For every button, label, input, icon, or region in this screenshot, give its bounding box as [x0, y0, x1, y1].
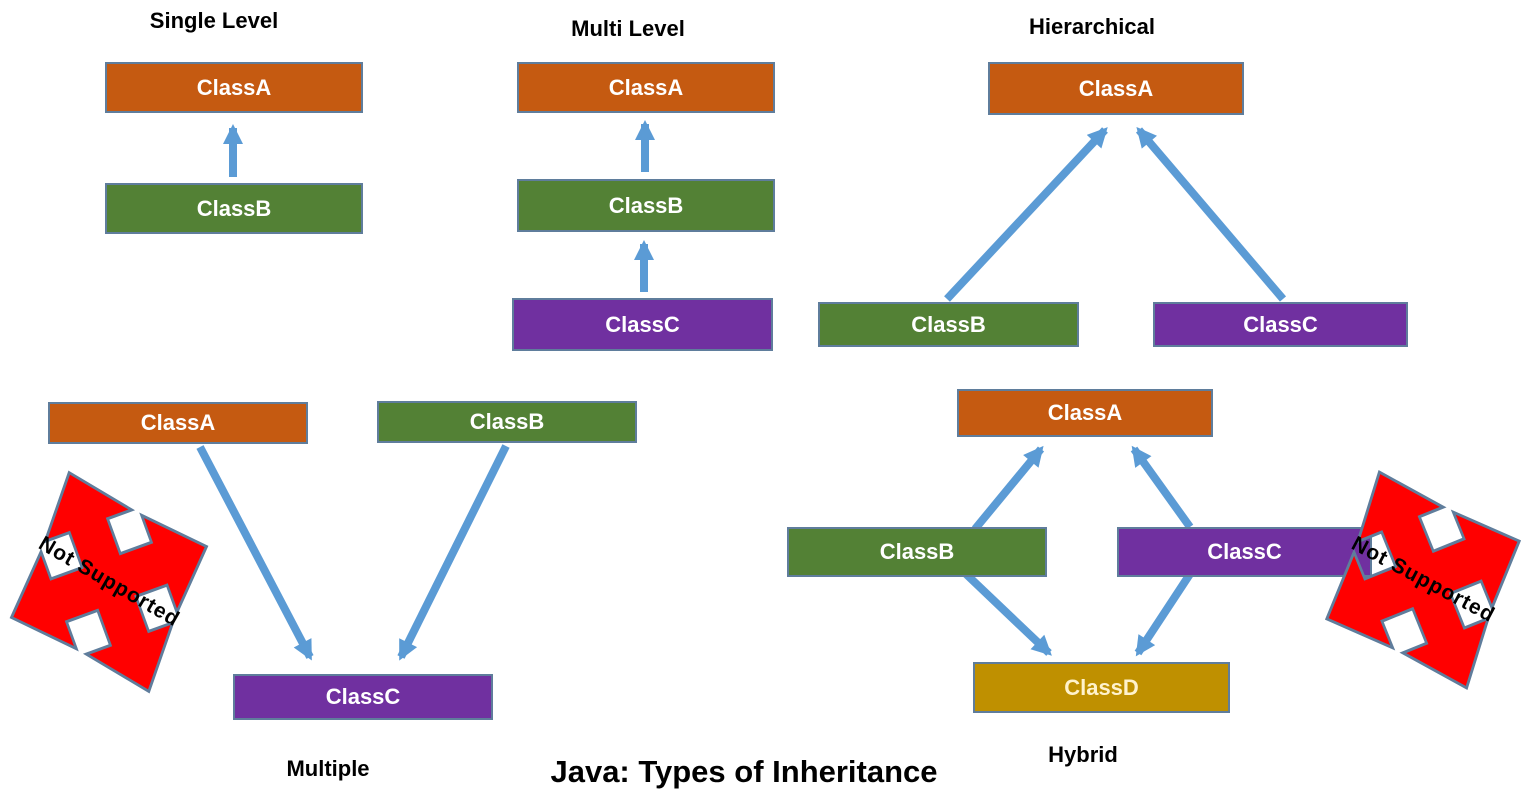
class-box-classc: ClassC [1117, 527, 1372, 577]
class-box-label: ClassB [608, 192, 684, 218]
class-box-classa: ClassA [517, 62, 775, 113]
class-box-label: ClassC [1207, 539, 1282, 564]
class-box-label: ClassC [1243, 311, 1318, 337]
class-box-label: ClassB [196, 195, 272, 221]
class-box-label: ClassB [879, 539, 955, 564]
class-box-label: ClassB [469, 409, 545, 434]
section-title-multiple: Multiple [286, 756, 370, 781]
class-box-label: ClassA [140, 410, 216, 435]
not-supported-cross-icon: Not Supported [0, 433, 251, 732]
section-title-multi-level: Multi Level [571, 16, 685, 41]
class-box-classc: ClassC [512, 298, 773, 351]
class-box-classb: ClassB [818, 302, 1079, 347]
class-box-classc: ClassC [233, 674, 493, 720]
inheritance-arrow [196, 445, 314, 661]
inheritance-arrow [963, 571, 1052, 656]
class-box-label: ClassA [196, 74, 272, 100]
class-box-label: ClassD [1064, 674, 1139, 700]
section-title-single-level: Single Level [149, 8, 279, 33]
inheritance-arrow [1134, 571, 1194, 657]
section-title-hybrid: Hybrid [1048, 742, 1118, 767]
class-box-label: ClassA [1047, 400, 1123, 425]
class-box-classa: ClassA [105, 62, 363, 113]
class-box-label: ClassB [911, 311, 986, 337]
class-box-classb: ClassB [517, 179, 775, 232]
class-box-classc: ClassC [1153, 302, 1408, 347]
inheritance-arrow [1130, 445, 1194, 530]
inheritance-arrow [397, 444, 510, 661]
class-box-label: ClassC [605, 311, 680, 337]
class-box-classb: ClassB [377, 401, 637, 443]
class-box-classa: ClassA [48, 402, 308, 444]
class-box-label: ClassA [608, 74, 684, 100]
not-supported-cross-icon: Not Supported [1279, 429, 1534, 732]
page-title: Java: Types of Inheritance [550, 754, 938, 789]
class-box-label: ClassC [325, 684, 401, 709]
class-box-label: ClassA [1078, 75, 1154, 101]
section-title-hierarchical: Hierarchical [1029, 14, 1155, 39]
class-box-classa: ClassA [988, 62, 1244, 115]
class-box-classd: ClassD [973, 662, 1230, 713]
inheritance-arrow [944, 127, 1108, 302]
class-box-classb: ClassB [787, 527, 1047, 577]
inheritance-arrow [1135, 126, 1287, 302]
inheritance-arrow [971, 445, 1045, 532]
class-box-classb: ClassB [105, 183, 363, 234]
class-box-classa: ClassA [957, 389, 1213, 437]
